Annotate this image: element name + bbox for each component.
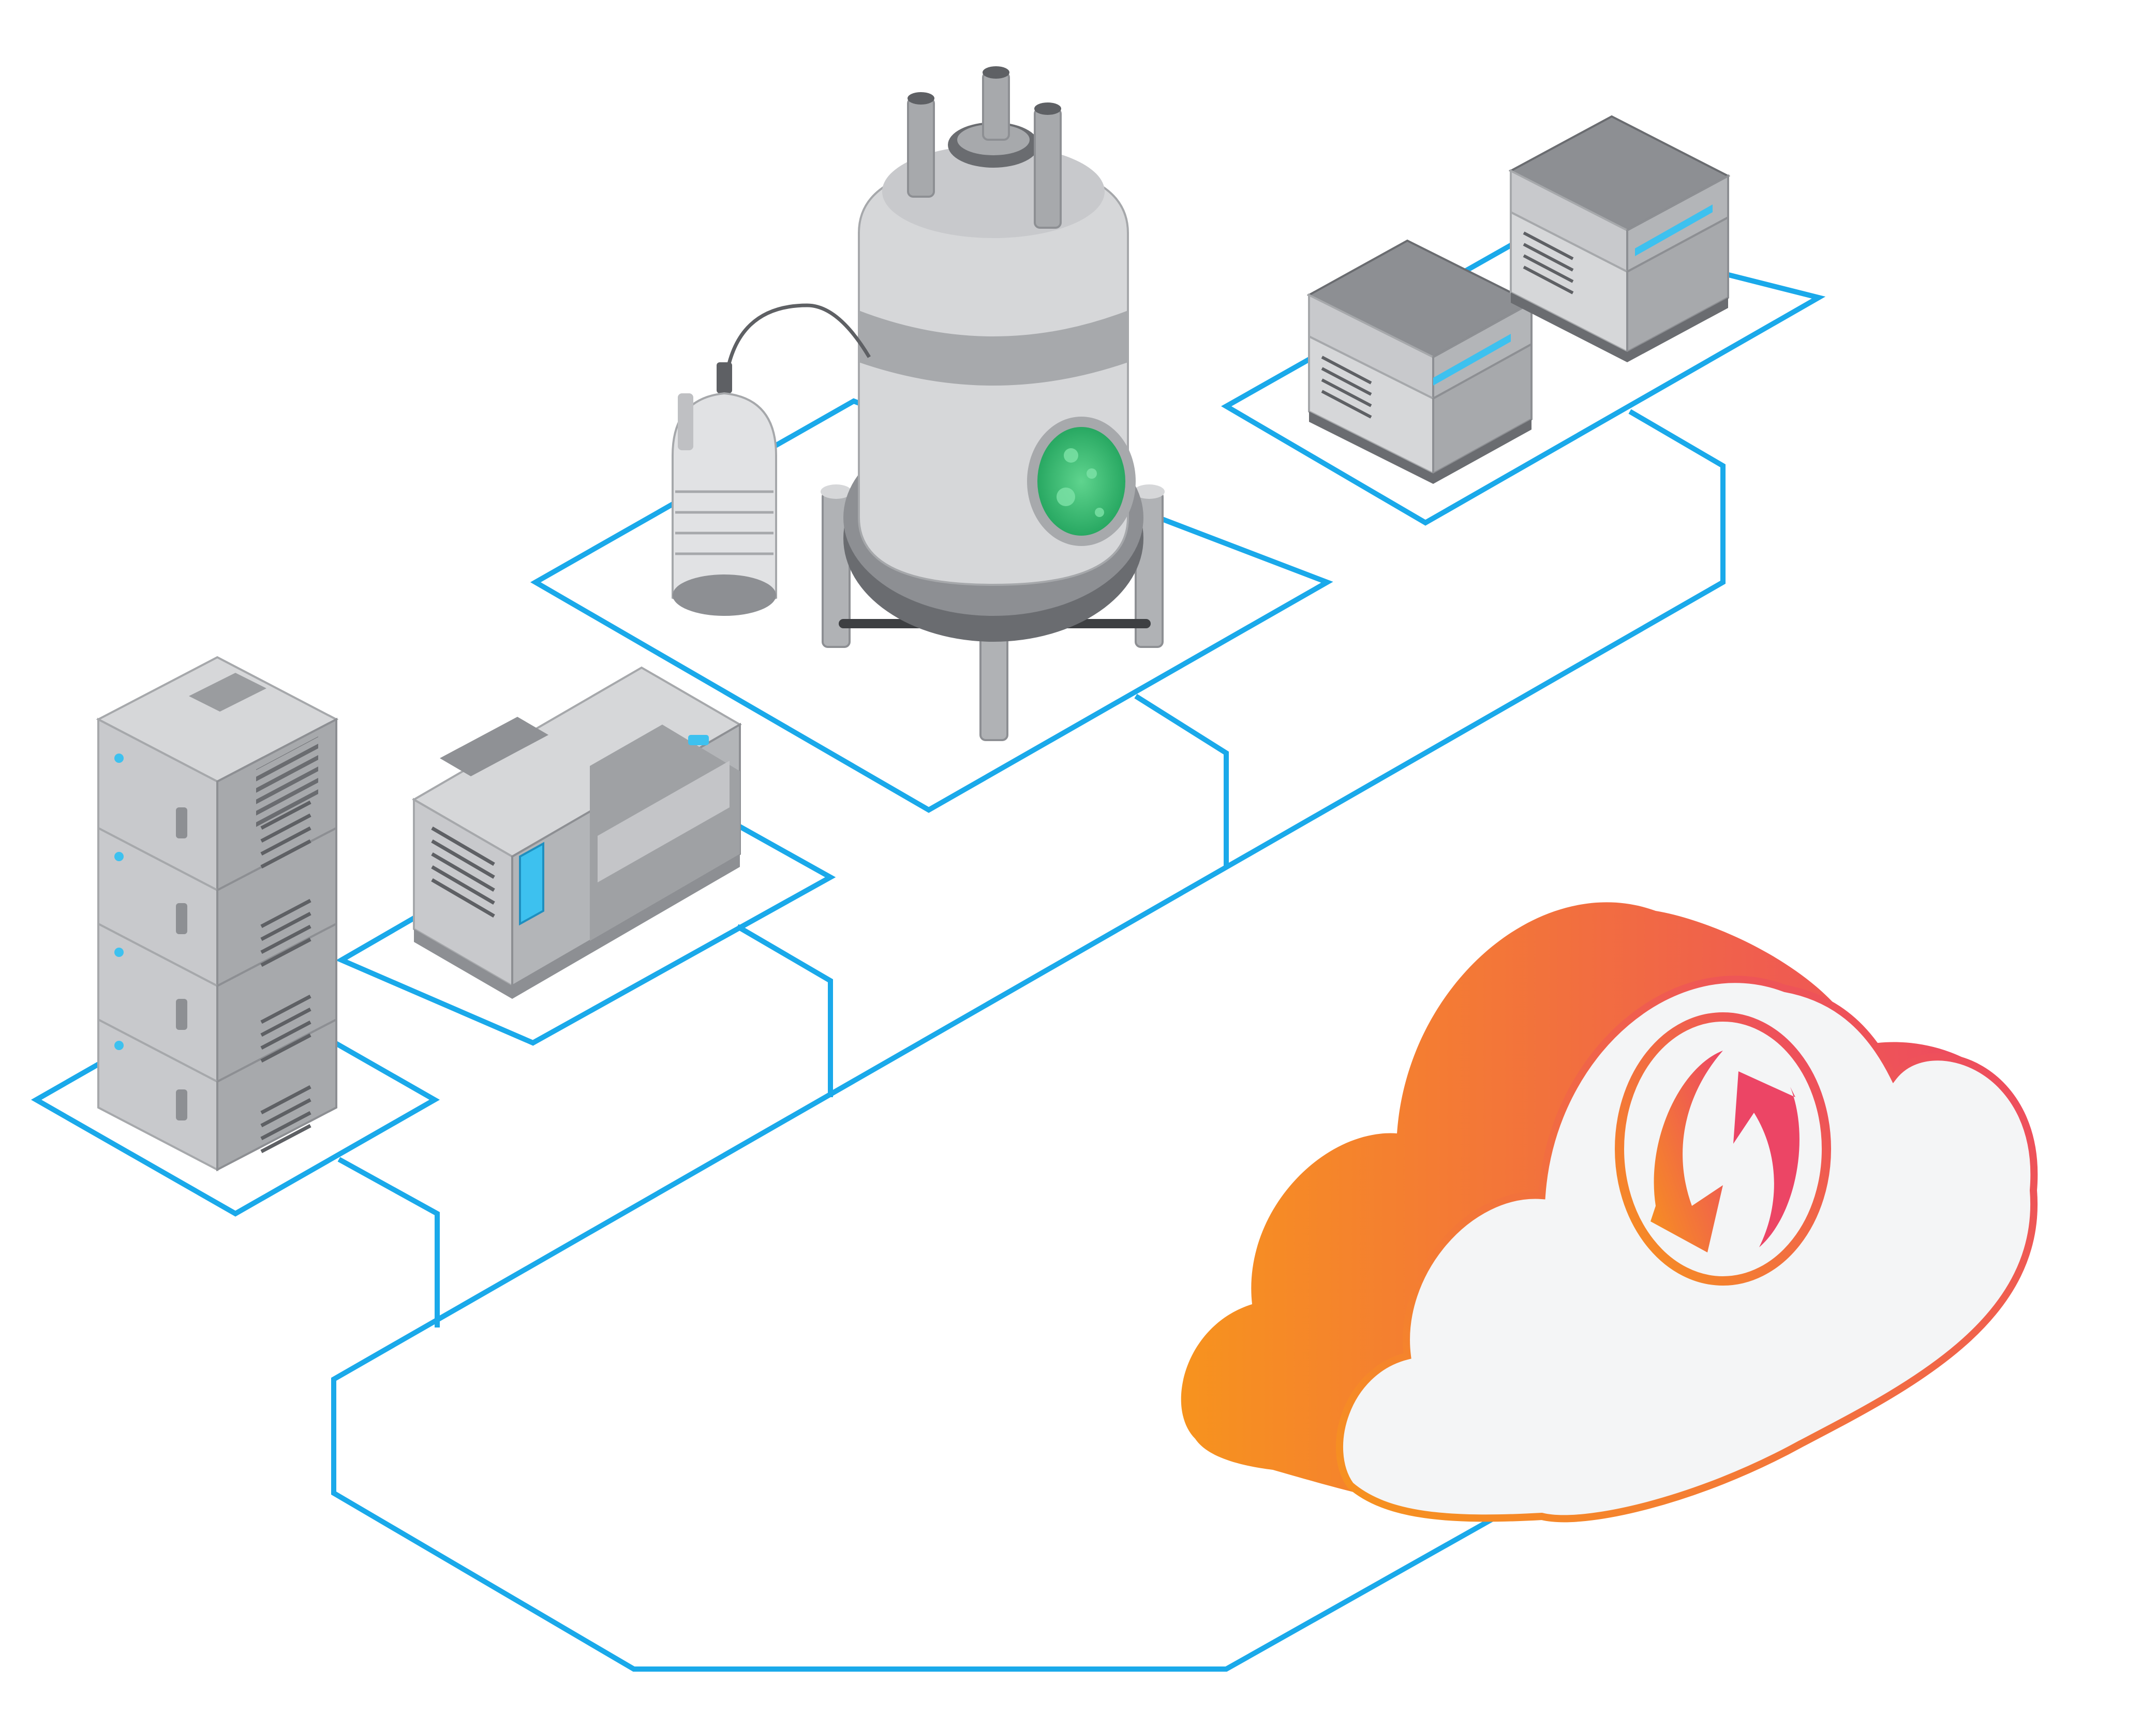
- link-stack-to-backbone: [337, 1157, 440, 1327]
- link-analyzers-to-backbone: [331, 409, 1726, 1672]
- mass-spectrometer: [412, 666, 742, 999]
- link-nmr-to-backbone: [1134, 694, 1229, 867]
- server-module: [96, 656, 339, 892]
- liquid-helium-dewar: [672, 303, 871, 616]
- circular-arrows-icon: [1615, 1012, 1831, 1286]
- nmr-magnet: [821, 66, 1165, 741]
- link-massspec-to-backbone: [736, 924, 833, 1097]
- benchtop-analyzer: [1306, 239, 1534, 484]
- server-module: [97, 1017, 337, 1172]
- cloud-sync-icon: [1181, 902, 2038, 1523]
- benchtop-analyzer: [1508, 115, 1731, 362]
- viewport-window: [1037, 427, 1125, 536]
- server-stack: [96, 656, 339, 1172]
